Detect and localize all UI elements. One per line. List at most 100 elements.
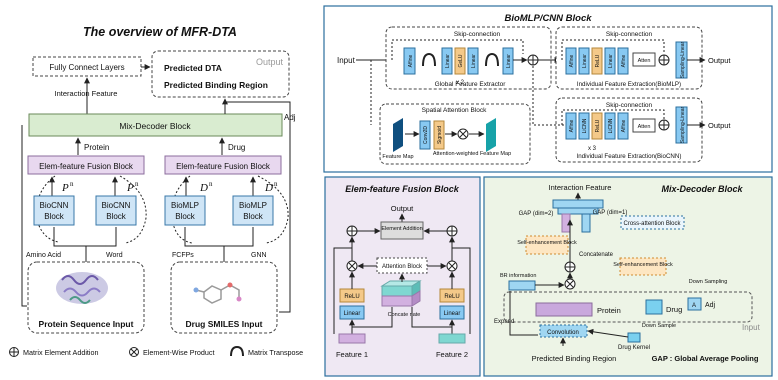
drug-atoms: [193, 282, 242, 302]
drug-branch-2: [224, 227, 254, 247]
biomlp1-l1: BioMLP: [171, 201, 199, 210]
elem-fusion-block-drug: [164, 155, 282, 175]
biomlp1-l2: Block: [175, 212, 196, 221]
svg-text:Linear: Linear: [445, 54, 451, 68]
svg-text:Skip-connection: Skip-connection: [606, 31, 653, 38]
svg-text:Protein: Protein: [597, 306, 621, 315]
amino-acid-label: Amino Acid: [26, 252, 61, 259]
biocnn1-l1: BioCNN: [40, 201, 69, 210]
drug-branch-1: [184, 227, 225, 262]
weighted-map-shape: [486, 118, 496, 152]
biocnn-block-1: [33, 195, 75, 226]
drug-feedback-1: [171, 175, 193, 244]
drug-label: Drug: [228, 143, 245, 152]
protein-branch-2: [86, 227, 117, 247]
feature2-bar: [438, 333, 466, 344]
elem-fusion-label-1: Elem-feature Fusion Block: [39, 162, 134, 171]
interaction-feature-label: Interaction Feature: [55, 89, 118, 98]
svg-text:Attention-weighted Feature Map: Attention-weighted Feature Map: [433, 151, 511, 157]
individual-cnn-label: Individual Feature Extraction(BioCNN): [577, 153, 682, 160]
svg-text:Linear: Linear: [608, 54, 614, 68]
skip-1: Skip-connection: [454, 31, 501, 38]
adj-path: [224, 101, 291, 118]
element-addition-box: [380, 221, 424, 240]
drug-bar: [645, 299, 663, 315]
svg-text:ReLU: ReLU: [344, 294, 359, 300]
svg-text:Down Sample: Down Sample: [642, 323, 676, 329]
svg-text:Convolution: Convolution: [547, 330, 579, 336]
mix-decoder-block: [28, 113, 283, 137]
pn-label-2: P: [126, 182, 134, 194]
svg-text:Conv2D: Conv2D: [423, 126, 429, 144]
svg-text:Linear: Linear: [506, 54, 512, 68]
svg-text:Output: Output: [391, 204, 414, 213]
self-enhancement-1: [525, 235, 569, 255]
mix-decoder-label: Mix-Decoder Block: [119, 121, 191, 131]
output-label: Output: [256, 57, 284, 67]
decoder-predicted-br: Predicted Binding Region: [532, 354, 617, 363]
svg-text:GAP (dim=2): GAP (dim=2): [519, 211, 554, 217]
svg-text:Self-enhancement Block: Self-enhancement Block: [613, 262, 673, 268]
svg-text:Attention Block: Attention Block: [382, 264, 423, 270]
svg-text:Sampling-Linear: Sampling-Linear: [680, 41, 686, 78]
svg-text:Drug: Drug: [666, 305, 682, 314]
svg-text:BR information: BR information: [500, 273, 536, 279]
svg-text:Affine: Affine: [408, 54, 414, 67]
concatenate-blocks: [380, 280, 422, 307]
svg-text:Atten: Atten: [638, 58, 651, 64]
predicted-dta: Predicted DTA: [164, 63, 222, 73]
protein-label: Protein: [84, 143, 109, 152]
transpose-icon: [422, 52, 436, 67]
protein-feedback-2: [119, 175, 147, 244]
biomlp-block-1: [164, 195, 206, 226]
svg-text:A: A: [692, 303, 696, 309]
self-enhancement-2: [619, 257, 667, 276]
dn-sup-1: n: [209, 180, 213, 188]
decoder-interaction-feature: Interaction Feature: [549, 183, 612, 192]
svg-text:Affine: Affine: [621, 54, 627, 67]
svg-text:Expand: Expand: [494, 319, 514, 325]
word-label: Word: [106, 252, 123, 259]
dn-label-2: D: [264, 182, 273, 194]
feature1-bar: [338, 333, 366, 344]
fc-layers-label: Fully Connect Layers: [49, 63, 124, 72]
protein-bar: [535, 302, 593, 317]
feature-1-label: Feature 1: [336, 350, 368, 359]
protein-branch-1: [53, 227, 87, 262]
biomlp2-l2: Block: [243, 212, 264, 221]
elem-fusion-block-protein: [27, 155, 145, 175]
elem-fusion-label-2: Elem-feature Fusion Block: [176, 162, 271, 171]
svg-text:Sigmoid: Sigmoid: [437, 126, 443, 144]
output-2: Output: [708, 121, 731, 130]
svg-text:Affine: Affine: [569, 54, 575, 67]
gnn-label: GNN: [251, 252, 267, 259]
drug-input-box: [170, 261, 278, 334]
biomlp-title: BioMLP/CNN Block: [504, 13, 592, 24]
linear-right: [439, 305, 465, 320]
svg-text:ReLU: ReLU: [595, 119, 601, 132]
linear-g2: [467, 47, 479, 75]
biomlp-panel: BioMLP/CNN Block Input Global Feature Ex…: [323, 5, 773, 173]
svg-text:Drug Kernel: Drug Kernel: [618, 345, 650, 351]
dn-sup-2: n: [274, 180, 278, 188]
gelu-g: [454, 47, 466, 75]
adj-line: [279, 118, 291, 313]
decoder-panel: Mix-Decoder Block Interaction Feature GA…: [483, 176, 773, 377]
svg-text:Linear: Linear: [471, 54, 477, 68]
svg-text:LiCNN: LiCNN: [608, 118, 614, 133]
linear-g1: [441, 47, 453, 75]
svg-text:Sampling-Linear: Sampling-Linear: [680, 106, 686, 143]
overview-title: The overview of MFR-DTA: [83, 25, 237, 39]
affine-g: [403, 47, 416, 75]
feature-map-shape: [393, 118, 403, 152]
spatial-attention-label: Spatial Attention Block: [422, 107, 487, 114]
linear-g3: [502, 47, 514, 75]
biocnn2-l1: BioCNN: [102, 201, 131, 210]
svg-text:Linear: Linear: [444, 311, 461, 317]
output-box: [151, 50, 290, 98]
pn-sup-2: n: [135, 180, 139, 188]
svg-text:Self-enhancement Block: Self-enhancement Block: [517, 240, 577, 246]
gap-note: GAP : Global Average Pooling: [652, 354, 759, 363]
biocnn-block-2: [95, 195, 137, 226]
